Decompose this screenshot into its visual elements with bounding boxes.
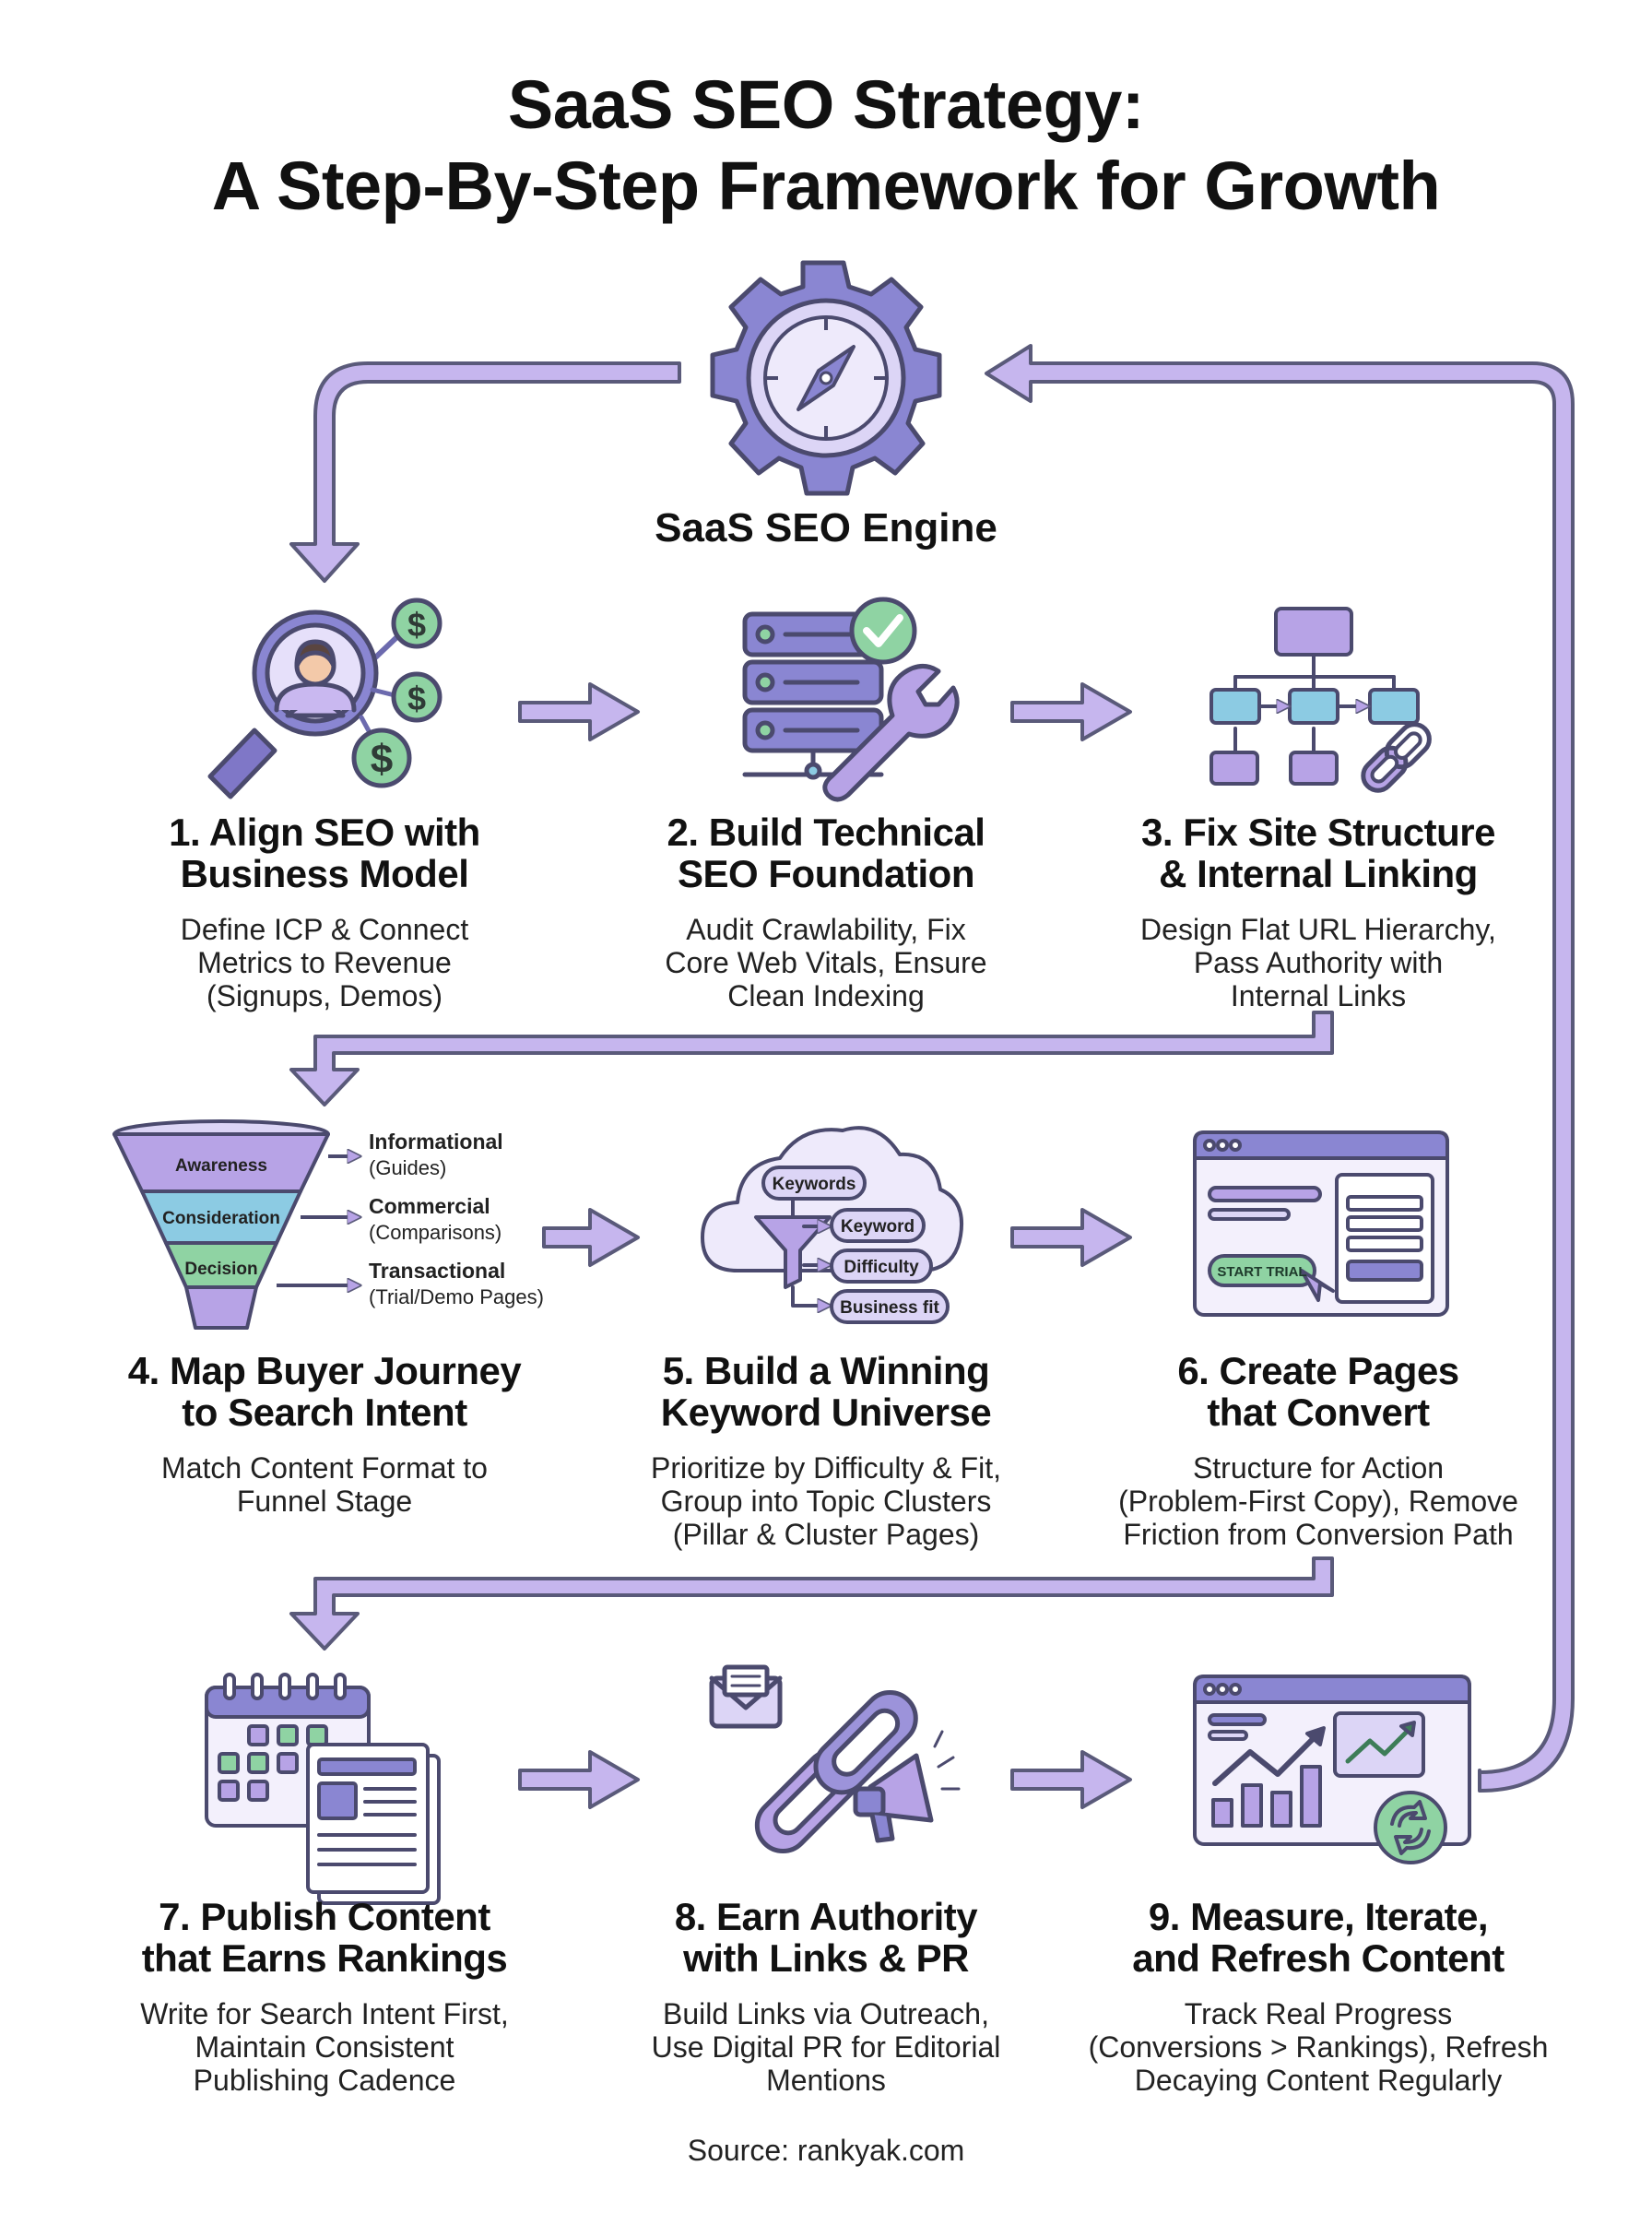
arrow-step5-to-step6 [1010,1208,1132,1267]
step-2-heading-line-1: 2. Build Technical [667,811,985,854]
analytics-refresh-icon [1193,1675,1471,1864]
step-7: 7. Publish Content that Earns Rankings W… [66,1896,583,2097]
step-4-desc-line-1: Match Content Format to [161,1451,488,1485]
gear-compass-icon [710,260,942,496]
funnel-icon [112,1119,356,1330]
svg-text:$: $ [407,680,426,717]
step-8: 8. Earn Authority with Links & PR Build … [568,1896,1084,2097]
source-credit: Source: rankyak.com [687,2134,965,2167]
step-1-heading-line-2: Business Model [180,852,469,895]
keyword-cloud-icon [701,1126,963,1324]
connector-engine-to-step1 [289,361,681,583]
step-7-heading-line-1: 7. Publish Content [159,1895,490,1938]
step-4-heading-line-2: to Search Intent [182,1391,467,1434]
step-3-heading-line-2: & Internal Linking [1159,852,1478,895]
step-4: 4. Map Buyer Journey to Search Intent Ma… [66,1350,583,1518]
step-8-desc-line-3: Mentions [766,2064,886,2097]
step-1: 1. Align SEO with Business Model Define … [66,811,583,1012]
step-9-heading-line-1: 9. Measure, Iterate, [1148,1895,1489,1938]
magnifier-customer-icon [207,598,442,799]
step-9: 9. Measure, Iterate, and Refresh Content… [1060,1896,1576,2097]
step-5-heading-line-2: Keyword Universe [660,1391,992,1434]
step-3-desc-line-1: Design Flat URL Hierarchy, [1140,913,1496,946]
step-2-desc-line-3: Clean Indexing [727,979,925,1012]
step-6-heading-line-2: that Convert [1207,1391,1430,1434]
step-4-desc-line-2: Funnel Stage [236,1485,413,1518]
keyword-tag-difficulty: Difficulty [844,1258,919,1277]
page-title-line-1: SaaS SEO Strategy: [507,66,1145,143]
step-8-heading-line-2: with Links & PR [683,1936,969,1980]
flow-connectors [289,344,1575,1809]
keyword-tag-business-fit: Business fit [840,1298,939,1318]
step-4-heading-line-1: 4. Map Buyer Journey [127,1349,522,1392]
connector-row1-to-row2 [289,1011,1334,1106]
step-2-desc-line-2: Core Web Vitals, Ensure [665,946,987,979]
step-6-heading-line-1: 6. Create Pages [1177,1349,1459,1392]
connector-step9-to-engine [985,344,1575,1793]
step-9-desc-line-3: Decaying Content Regularly [1134,2064,1503,2097]
funnel-stage-consideration: Consideration [162,1209,280,1228]
server-wrench-icon [742,597,960,802]
step-2-desc-line-1: Audit Crawlability, Fix [686,913,966,946]
arrow-step8-to-step9 [1010,1750,1132,1809]
step-7-heading-line-2: that Earns Rankings [141,1936,508,1980]
step-1-desc-line-1: Define ICP & Connect [180,913,469,946]
step-9-heading-line-2: and Refresh Content [1132,1936,1504,1980]
svg-text:$: $ [407,606,426,644]
intent-transactional: Transactional [369,1259,505,1283]
page-title-line-2: A Step-By-Step Framework for Growth [211,148,1441,224]
landing-page-icon [1193,1130,1449,1317]
step-5-desc-line-2: Group into Topic Clusters [660,1485,992,1518]
intent-commercial-sub: (Comparisons) [369,1221,502,1244]
step-3-heading-line-1: 3. Fix Site Structure [1141,811,1495,854]
connector-row2-to-row3 [289,1556,1334,1651]
step-7-desc-line-1: Write for Search Intent First, [140,1997,509,2030]
sitemap-link-icon [1210,607,1432,793]
calendar-article-icon [205,1673,441,1905]
step-2: 2. Build Technical SEO Foundation Audit … [568,811,1084,1012]
keyword-tag-keywords: Keywords [773,1175,856,1194]
step-5-heading-line-1: 5. Build a Winning [662,1349,990,1392]
keyword-tag-keyword: Keyword [841,1217,914,1237]
step-5-desc-line-1: Prioritize by Difficulty & Fit, [651,1451,1001,1485]
dollar-icons: $ $ $ [371,606,426,782]
step-1-desc-line-2: Metrics to Revenue [197,946,452,979]
svg-text:$: $ [371,737,393,782]
step-7-desc-line-2: Maintain Consistent [195,2030,454,2064]
step-5: 5. Build a Winning Keyword Universe Prio… [568,1350,1084,1551]
step-8-desc-line-1: Build Links via Outreach, [663,1997,989,2030]
step-9-desc-line-2: (Conversions > Rankings), Refresh [1088,2030,1549,2064]
step-1-heading-line-1: 1. Align SEO with [169,811,480,854]
step-3-desc-line-3: Internal Links [1230,979,1407,1012]
step-1-desc-line-3: (Signups, Demos) [206,979,443,1012]
step-8-desc-line-2: Use Digital PR for Editorial [651,2030,1001,2064]
engine-label: SaaS SEO Engine [655,505,997,550]
intent-informational-sub: (Guides) [369,1156,446,1179]
step-3: 3. Fix Site Structure & Internal Linking… [1060,811,1576,1012]
chain-megaphone-icon [709,1664,961,1853]
step-8-heading-line-1: 8. Earn Authority [674,1895,978,1938]
arrow-step2-to-step3 [1010,682,1132,741]
step-6-desc-line-1: Structure for Action [1192,1451,1445,1485]
step-2-heading-line-2: SEO Foundation [678,852,974,895]
step-6-desc-line-2: (Problem-First Copy), Remove [1118,1485,1518,1518]
intent-transactional-sub: (Trial/Demo Pages) [369,1285,544,1308]
intent-informational: Informational [369,1130,503,1154]
funnel-stage-decision: Decision [184,1260,257,1279]
step-9-desc-line-1: Track Real Progress [1184,1997,1453,2030]
funnel-stage-awareness: Awareness [175,1156,267,1176]
intent-commercial: Commercial [369,1194,490,1218]
start-trial-button: START TRIAL [1217,1264,1306,1280]
step-6-desc-line-3: Friction from Conversion Path [1123,1518,1514,1551]
step-7-desc-line-3: Publishing Cadence [193,2064,456,2097]
step-5-desc-line-3: (Pillar & Cluster Pages) [672,1518,980,1551]
arrow-step1-to-step2 [518,682,640,741]
arrow-step4-to-step5 [542,1208,640,1267]
arrow-step7-to-step8 [518,1750,640,1809]
step-3-desc-line-2: Pass Authority with [1193,946,1444,979]
step-6: 6. Create Pages that Convert Structure f… [1060,1350,1576,1551]
